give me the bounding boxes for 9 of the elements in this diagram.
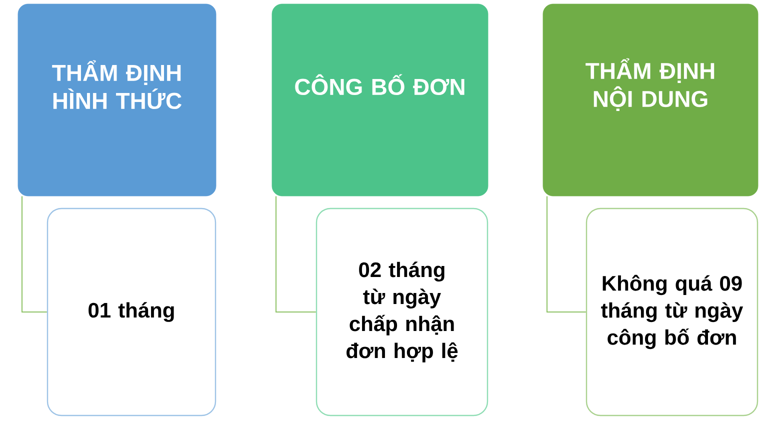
connector-line xyxy=(276,196,316,312)
heading-box: THẨM ĐỊNH NỘI DUNG xyxy=(542,4,758,196)
detail-box: 02 tháng từ ngày chấp nhận đơn hợp lệ xyxy=(316,208,488,416)
detail-box: Không quá 09 tháng từ ngày công bố đơn xyxy=(586,208,758,416)
heading-box: CÔNG BỐ ĐƠN xyxy=(272,4,488,196)
heading-box: THẨM ĐỊNH HÌNH THỨC xyxy=(18,4,216,196)
connector-line xyxy=(546,196,586,312)
connector-line xyxy=(22,196,48,312)
detail-box: 01 tháng xyxy=(46,208,216,416)
